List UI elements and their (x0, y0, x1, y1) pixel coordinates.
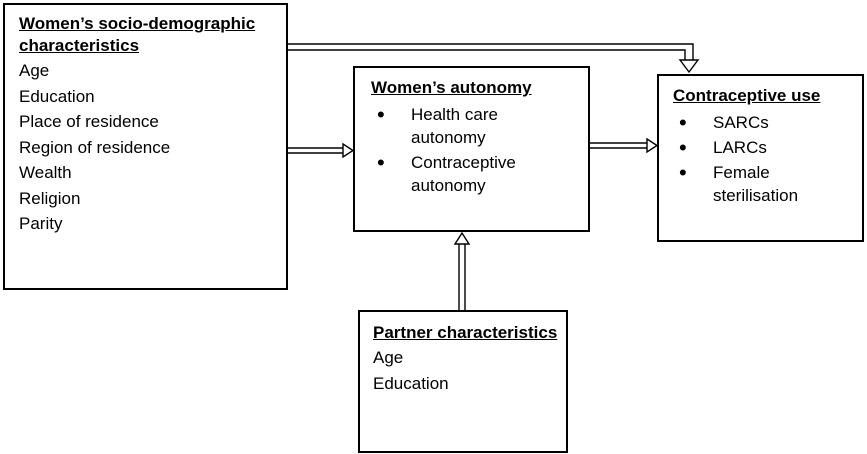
partner-item-age: Age (373, 348, 404, 367)
autonomy-title: Women’s autonomy (371, 78, 532, 97)
partner-item-education: Education (373, 373, 449, 393)
contraceptive-use-list: SARCs LARCs Female sterilisation (673, 111, 862, 207)
autonomy-item-health-care: Health care autonomy (371, 103, 588, 149)
arrow-partner-to-autonomy (453, 231, 471, 310)
contraceptive-item-larcs-text: LARCs (713, 138, 767, 157)
autonomy-item-contraceptive-line2: autonomy (411, 176, 486, 195)
contraceptive-item-female-sterilisation-line1: Female (713, 163, 770, 182)
socio-item-parity: Parity (19, 214, 63, 233)
arrow-socio-to-autonomy (287, 142, 355, 159)
partner-characteristics-title: Partner characteristics (373, 323, 558, 342)
socio-item-religion: Religion (19, 188, 81, 208)
arrow-autonomy-to-contraceptive (589, 137, 659, 154)
contraceptive-item-female-sterilisation: Female sterilisation (673, 161, 862, 207)
arrow-socio-to-contraceptive (287, 43, 700, 74)
autonomy-box: Women’s autonomy Health care autonomy Co… (353, 66, 590, 232)
autonomy-item-health-care-line1: Health care (411, 105, 498, 124)
contraceptive-item-sarcs: SARCs (673, 111, 862, 134)
autonomy-item-contraceptive-line1: Contraceptive (411, 153, 516, 172)
contraceptive-item-sarcs-text: SARCs (713, 113, 769, 132)
contraceptive-use-box: Contraceptive use SARCs LARCs Female ste… (657, 74, 864, 242)
socio-item-wealth: Wealth (19, 163, 72, 182)
socio-demographic-title: Women’s socio-demographic characteristic… (19, 13, 286, 57)
socio-item-education: Education (19, 86, 95, 106)
contraceptive-use-title: Contraceptive use (673, 86, 821, 105)
socio-demographic-box: Women’s socio-demographic characteristic… (3, 3, 288, 290)
socio-demographic-list: Age Education Place of residence Region … (19, 58, 286, 237)
contraceptive-item-larcs: LARCs (673, 136, 862, 159)
autonomy-item-contraceptive: Contraceptive autonomy (371, 151, 588, 197)
partner-characteristics-box: Partner characteristics Age Education (358, 310, 568, 453)
autonomy-item-health-care-line2: autonomy (411, 128, 486, 147)
socio-demographic-title-line2: characteristics (19, 36, 140, 55)
socio-item-age: Age (19, 61, 50, 80)
socio-demographic-title-line1: Women’s socio-demographic (19, 14, 256, 33)
partner-characteristics-list: Age Education (373, 345, 566, 396)
socio-item-region-of-residence: Region of residence (19, 137, 171, 157)
contraceptive-item-female-sterilisation-line2: sterilisation (713, 186, 799, 205)
autonomy-list: Health care autonomy Contraceptive auton… (371, 103, 588, 197)
socio-item-place-of-residence: Place of residence (19, 112, 159, 131)
